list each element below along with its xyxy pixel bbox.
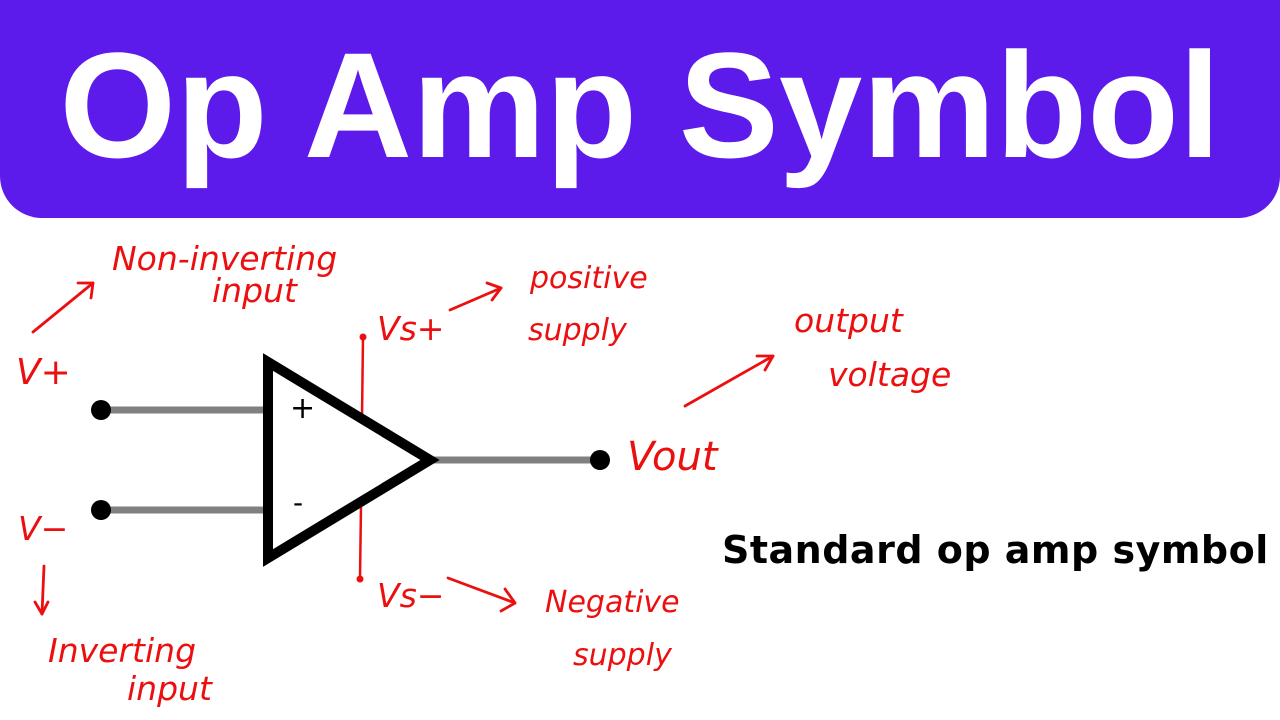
positive-label-line2: supply xyxy=(528,313,628,348)
vs-minus-label: Vs− xyxy=(377,576,444,615)
positive-label-line1: positive xyxy=(529,261,648,296)
title-banner: Op Amp Symbol xyxy=(0,0,1280,218)
non-inverting-label-line2: input xyxy=(212,271,298,310)
output-voltage-arrow-icon xyxy=(683,354,775,408)
minus-sign: - xyxy=(293,486,303,519)
v-plus-label: V+ xyxy=(16,352,71,393)
negative-label-line1: Negative xyxy=(545,585,680,620)
diagram-caption: Standard op amp symbol xyxy=(722,528,1269,572)
positive-supply-dot xyxy=(359,333,367,341)
inverting-terminal xyxy=(91,500,111,520)
inverting-label-line1: Inverting xyxy=(48,631,196,670)
plus-sign: + xyxy=(290,391,315,426)
v-out-label: Vout xyxy=(627,434,719,480)
negative-label-line2: supply xyxy=(573,638,673,673)
output-label-line1: output xyxy=(794,301,904,340)
page-title: Op Amp Symbol xyxy=(59,21,1221,189)
non-inverting-terminal xyxy=(91,400,111,420)
non-inverting-arrow-icon xyxy=(31,281,95,334)
negative-supply-dot xyxy=(356,575,364,583)
v-minus-label: V− xyxy=(18,509,68,548)
non-inverting-label-line1: Non-inverting xyxy=(112,239,337,278)
inverting-label-line2: input xyxy=(127,669,213,708)
vs-plus-label: Vs+ xyxy=(377,309,444,348)
negative-supply-rail xyxy=(358,504,363,580)
positive-supply-arrow-icon xyxy=(448,281,503,312)
output-terminal xyxy=(590,450,610,470)
positive-supply-rail xyxy=(360,336,365,419)
negative-supply-arrow-icon xyxy=(446,576,517,613)
output-label-line2: voltage xyxy=(828,355,951,394)
inverting-arrow-icon xyxy=(33,564,50,616)
op-amp-triangle xyxy=(263,353,440,567)
